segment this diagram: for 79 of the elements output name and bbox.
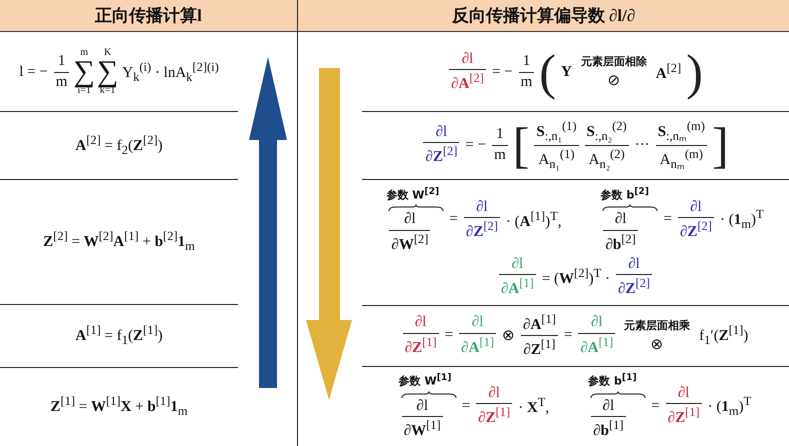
math-term: ∂Z$^{[2]}$ <box>617 276 652 298</box>
math-term: ··· <box>634 136 650 154</box>
annotation-text: 参数 b$^{[2]}$ <box>600 186 649 202</box>
annotation-text: 参数 b$^{[1]}$ <box>588 372 637 389</box>
math-term: ∂l <box>689 198 703 216</box>
math-term: ∂l <box>627 256 641 274</box>
math-term: · X$^{T}$, <box>518 395 550 417</box>
math-term: ∂l <box>487 384 501 402</box>
bracket: [ <box>512 120 530 170</box>
math-term: = <box>564 327 572 344</box>
math-term: ∂l <box>510 256 524 274</box>
math-term: ∂Z$^{[1]}$ <box>522 337 556 360</box>
bracket: ) <box>686 47 703 97</box>
math-term: = (W$^{[2]}$)$^{T}$ · <box>542 266 610 288</box>
math-term: ∂l <box>415 398 429 415</box>
math-term: ⊗ <box>502 327 516 345</box>
math-term: Y <box>560 64 572 80</box>
math-term: ∂Z$^{[1]}$ <box>666 405 701 428</box>
math-term: ⊘ <box>607 72 620 90</box>
math-term: ∂b$^{[2]}$ <box>604 232 637 254</box>
math-term: m <box>520 74 534 91</box>
math-term: ∂l <box>590 314 604 332</box>
math-term: A$^{[2]}$ <box>656 61 682 83</box>
math-term: m <box>493 146 507 164</box>
math-term: = − <box>465 136 486 154</box>
math-term: · (1$_{m}$)$^{T}$ <box>720 207 764 232</box>
math-term: m <box>54 74 68 91</box>
annotation-text: 参数 W$^{[1]}$ <box>398 372 452 389</box>
math-term: · (1$_{m}$)$^{T}$ <box>708 394 752 418</box>
math-term: = <box>663 211 672 228</box>
math-term: = <box>462 398 470 414</box>
annotation-text: 元素层面相乘 <box>624 318 690 332</box>
math-term: ∂l <box>614 211 628 229</box>
math-term: l = − <box>19 64 48 80</box>
math-term: ∂l <box>434 124 448 141</box>
bracket: ] <box>712 120 729 170</box>
math-term: A$^{[2]}$ = f$_{2}$(Z$^{[2]}$) <box>75 132 163 158</box>
math-term: ∂A$^{[1]}$ <box>500 276 535 298</box>
math-term: K <box>104 48 112 58</box>
math-term: ∂l <box>414 314 428 332</box>
math-term: ∂A$^{[1]}$ <box>460 334 496 357</box>
math-term: ∂Z$^{[1]}$ <box>477 405 512 428</box>
column-header: 正向传播计算l <box>0 0 297 32</box>
math-term: ∂A$^{[2]}$ <box>450 71 485 94</box>
math-term: ∑ <box>96 58 118 86</box>
math-term: ∂l <box>475 198 489 216</box>
math-term: 1 <box>522 53 532 70</box>
bracket: ( <box>539 47 556 97</box>
math-term: ∂b$^{[1]}$ <box>592 418 625 440</box>
math-term: ∑ <box>73 58 95 86</box>
math-term: · (A$^{[1]}$)$^{T}$, <box>506 208 562 231</box>
math-term: ∂A$^{[1]}$ <box>522 312 557 334</box>
math-term: ∂Z$^{[2]}$ <box>424 144 458 166</box>
math-term: ∂l <box>676 384 690 402</box>
annotation-text: 参数 W$^{[2]}$ <box>386 186 440 202</box>
math-term: ∂l <box>602 398 616 415</box>
math-term: A$^{[1]}$ = f$_{1}$(Z$^{[1]}$) <box>75 323 163 348</box>
math-term: 1 <box>495 126 505 144</box>
math-term: = <box>449 211 458 228</box>
math-term: ∂l <box>403 211 417 229</box>
math-term: ∂Z$^{[2]}$ <box>678 218 713 241</box>
annotation-text: 元素层面相除 <box>580 54 647 69</box>
math-term: Z$^{[1]}$ = W$^{[1]}$X + b$^{[1]}$1$_{m}$ <box>50 394 188 419</box>
math-term: ∂A$^{[1]}$ <box>579 334 614 357</box>
math-term: m <box>80 48 88 58</box>
math-term: ∂W$^{[2]}$ <box>390 232 430 254</box>
math-term: Z$^{[2]}$ = W$^{[2]}$A$^{[1]}$ + b$^{[2]}$1$_{m}$ <box>43 229 195 254</box>
math-term: ∂W$^{[1]}$ <box>402 418 442 440</box>
math-term: = <box>651 398 660 414</box>
math-term: = − <box>492 64 513 80</box>
math-term: ∂Z$^{[1]}$ <box>404 334 438 357</box>
column-header: 反向传播计算偏导数 ∂l/∂ <box>298 0 789 32</box>
math-term: ∂l <box>470 314 484 332</box>
math-term: ∂l <box>460 50 474 68</box>
math-term: 1 <box>56 53 66 70</box>
math-term: f$_{1}$′(Z$^{[1]}$) <box>699 323 748 348</box>
math-term: ⊗ <box>650 336 664 354</box>
math-term: = <box>444 327 454 344</box>
math-term: ∂Z$^{[2]}$ <box>464 218 499 241</box>
